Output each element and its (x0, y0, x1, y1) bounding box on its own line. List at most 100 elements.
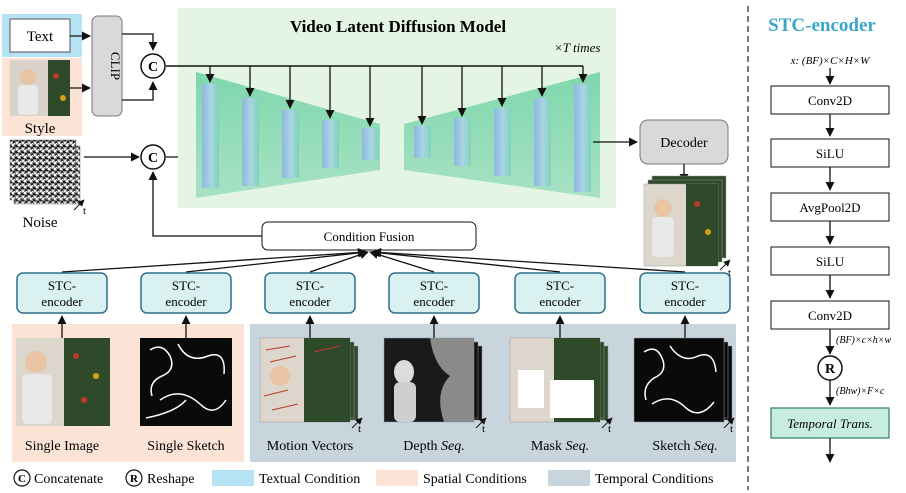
legend-temporal: Temporal Conditions (548, 470, 713, 487)
unet-block-4 (322, 120, 339, 168)
depth-seq-t: t (482, 423, 485, 435)
sketch-seq-t: t (730, 423, 733, 435)
unet-block-5 (362, 128, 379, 160)
condition-fusion-label: Condition Fusion (324, 229, 415, 244)
legend-textual: Textual Condition (212, 470, 360, 487)
stc-shape-after-conv: (BF)×c×h×w (836, 335, 892, 346)
stc-encoder-1-line2: encoder (41, 294, 83, 309)
stc-encoder-4-line2: encoder (413, 294, 455, 309)
stc-encoders: STC- encoder STC- encoder STC- encoder S… (16, 272, 731, 314)
legend-concatenate: C Concatenate (13, 469, 103, 487)
stc-encoder-panel: STC-encoder x: (BF)×C×H×W Conv2D SiLU Av… (768, 15, 892, 463)
single-image (16, 338, 110, 426)
unet-block-1 (202, 84, 219, 188)
stc-input-shape: x: (BF)×C×H×W (790, 55, 871, 67)
unet-block-6 (414, 126, 431, 158)
legend-reshape: R Reshape (125, 469, 194, 487)
text-label: Text (27, 29, 54, 45)
single-sketch (140, 338, 232, 426)
legend-textual-label: Textual Condition (259, 472, 360, 487)
stc-title: STC-encoder (768, 15, 876, 36)
motion-vectors: t (259, 337, 363, 435)
unet-block-2 (242, 98, 259, 186)
legend-temporal-label: Temporal Conditions (595, 472, 713, 487)
noise-label: Noise (23, 215, 58, 231)
stc-encoder-6: STC- encoder (639, 272, 731, 314)
condition-fusion-block: Condition Fusion (261, 221, 477, 251)
input-label-1: Single Image (25, 439, 99, 454)
stc-layer-3-label: AvgPool2D (799, 200, 860, 215)
concat-node-1-symbol: C (148, 60, 158, 75)
style-image (10, 60, 70, 116)
stc-encoder-2-line2: encoder (165, 294, 207, 309)
stc-encoder-6-line2: encoder (664, 294, 706, 309)
legend-reshape-symbol: R (130, 473, 139, 485)
stc-encoder-2: STC- encoder (140, 272, 232, 314)
decoder-block: Decoder (639, 119, 729, 165)
stc-encoder-6-line1: STC- (671, 278, 699, 293)
output-t: t (728, 267, 731, 279)
mask-seq-t: t (608, 423, 611, 435)
legend: C Concatenate R Reshape Textual Conditio… (13, 469, 713, 487)
stc-encoder-4: STC- encoder (388, 272, 480, 314)
stc-layer-4-label: SiLU (816, 254, 845, 269)
sketch-seq: t (633, 337, 735, 435)
input-label-5: Mask Seq. (531, 439, 589, 454)
stc-encoder-5-line2: encoder (539, 294, 581, 309)
clip-to-concat1-bottom (122, 81, 158, 101)
stc-encoder-1: STC- encoder (16, 272, 108, 314)
stc-reshape-symbol: R (825, 362, 836, 377)
input-label-6: Sketch Seq. (652, 439, 717, 454)
stc-encoder-1-line1: STC- (48, 278, 76, 293)
unet-block-9 (534, 98, 551, 186)
fusion-to-concat2-arrow (148, 171, 262, 237)
stc-encoder-5: STC- encoder (514, 272, 606, 314)
input-labels: Single Image Single Sketch Motion Vector… (25, 439, 718, 454)
input-label-2: Single Sketch (147, 439, 224, 454)
stc-layer-1-label: Conv2D (808, 93, 852, 108)
stc-encoder-2-line1: STC- (172, 278, 200, 293)
noise-input: t Noise (9, 139, 86, 231)
unet-block-10 (574, 84, 591, 192)
vldm-title: Video Latent Diffusion Model (290, 17, 506, 36)
text-condition: Text (2, 14, 82, 57)
concat-node-2: C (140, 144, 166, 170)
input-label-4: Depth Seq. (403, 439, 464, 454)
stc-layer-5 (770, 300, 890, 330)
stc-layer-5-label: Conv2D (808, 308, 852, 323)
output-video-frames: t (643, 175, 731, 279)
text-box (9, 18, 71, 53)
stc-shape-after-reshape: (Bhw)×F×c (836, 386, 885, 397)
vldm-panel: Video Latent Diffusion Model ×T times (166, 8, 616, 208)
condition-arrows (205, 66, 588, 127)
mask-seq: t (509, 337, 613, 435)
unet-blocks (202, 84, 591, 192)
style-condition: Style (2, 58, 82, 137)
concat-node-1: C (140, 53, 166, 79)
stc-encoder-5-line1: STC- (546, 278, 574, 293)
depth-seq: t (383, 337, 487, 435)
unet-block-3 (282, 110, 299, 178)
input-to-encoder-arrows (57, 315, 690, 338)
stc-encoder-4-line1: STC- (420, 278, 448, 293)
stc-layer-4 (770, 246, 890, 276)
clip-label: CLIP (108, 52, 123, 80)
stc-encoder-3: STC- encoder (264, 272, 356, 314)
input-label-3: Motion Vectors (267, 439, 353, 454)
decoder-label: Decoder (660, 136, 708, 151)
legend-reshape-label: Reshape (147, 472, 194, 487)
noise-t: t (83, 205, 86, 217)
stc-temporal-trans-label: Temporal Trans. (787, 416, 873, 431)
legend-concat-symbol: C (18, 473, 26, 485)
concat-node-2-symbol: C (148, 151, 158, 166)
motion-vectors-t: t (358, 423, 361, 435)
times-label: ×T times (554, 40, 600, 55)
unet-block-8 (494, 108, 511, 176)
legend-concat-label: Concatenate (34, 472, 103, 487)
clip-to-concat1-top (122, 33, 158, 51)
stc-encoder-3-line1: STC- (296, 278, 324, 293)
style-label: Style (25, 121, 56, 137)
stc-layer-1 (770, 85, 890, 115)
stc-encoder-3-line2: encoder (289, 294, 331, 309)
